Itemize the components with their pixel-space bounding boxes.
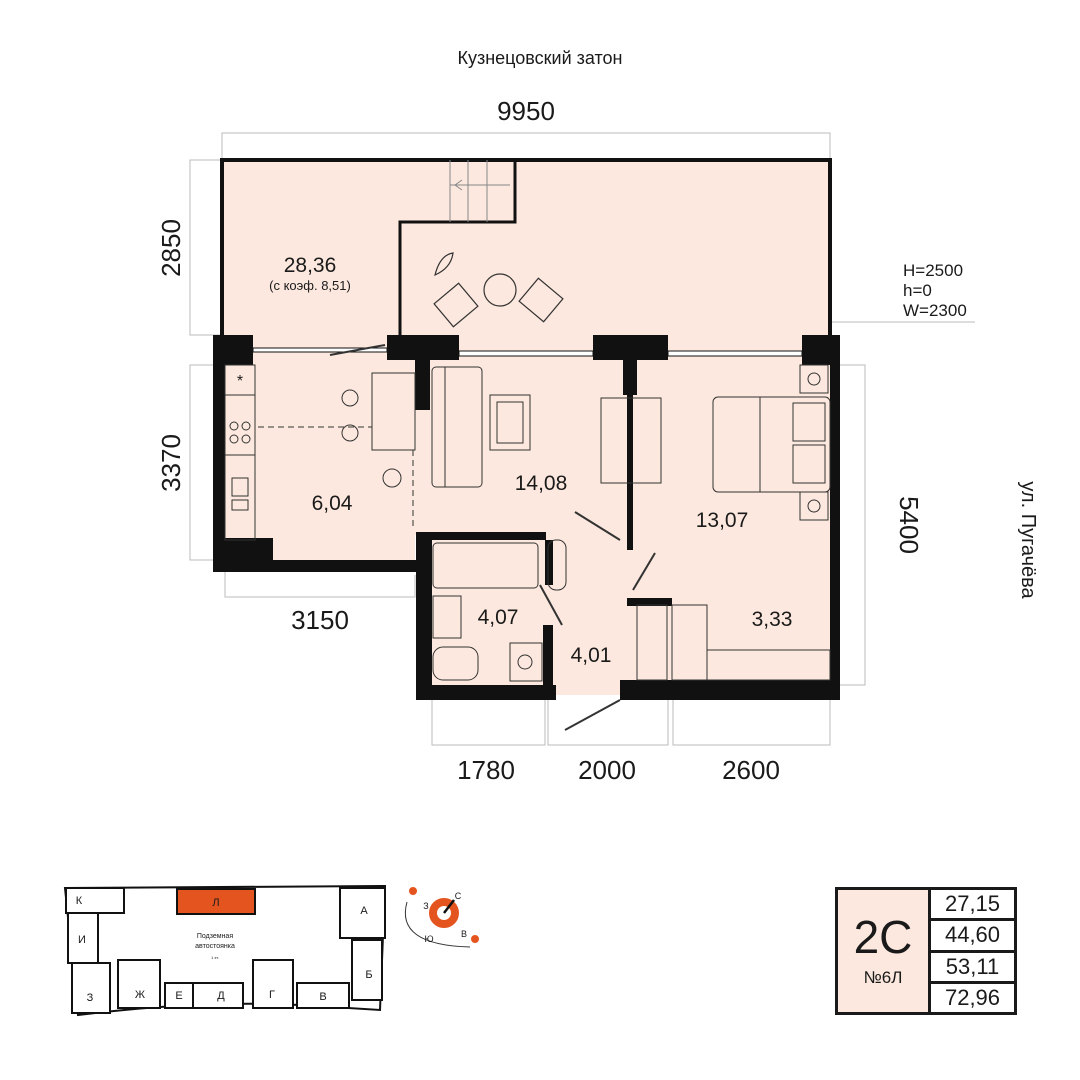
bathroom-area: 4,07: [478, 606, 519, 629]
walls: [213, 335, 840, 700]
sun-icon: [409, 887, 417, 895]
parking-label-2: автостоянка: [195, 943, 235, 950]
section-d: Д: [217, 990, 225, 1002]
dim-right: 5400: [894, 496, 924, 554]
section-v: В: [319, 991, 326, 1003]
wardrobe-area: 3,33: [752, 608, 793, 631]
dimension-lines: [189, 132, 975, 746]
parking-label-1: Подземная: [197, 933, 233, 940]
apartment-type-panel: 2С №6Л: [838, 890, 928, 1012]
compass-n: С: [455, 891, 462, 901]
compass-w: З: [423, 901, 428, 911]
apartment-info-box: 2С №6Л 27,15 44,60 53,11 72,96: [835, 887, 1017, 1015]
furniture: *: [224, 344, 831, 731]
dim-top: 9950: [497, 96, 555, 126]
parking-level: 1 эт.: [211, 955, 219, 960]
apartment-number: №6Л: [863, 968, 903, 987]
section-b: Б: [365, 969, 372, 981]
area-value: 53,11: [931, 952, 1014, 981]
area-list: 27,15 44,60 53,11 72,96: [931, 890, 1014, 1012]
terrace-note: (с коэф. 8,51): [269, 278, 351, 293]
terrace-walls: [220, 158, 832, 335]
area-value: 27,15: [931, 890, 1014, 919]
street-right-label: ул. Пугачёва: [1017, 481, 1039, 599]
area-value: 44,60: [931, 921, 1014, 950]
dim-bottom-3: 2600: [722, 755, 780, 785]
terrace-furniture: [433, 252, 564, 328]
dim-left-terrace: 2850: [156, 219, 186, 277]
dim-left-kitchen: 3370: [156, 434, 186, 492]
section-a: А: [360, 905, 368, 917]
window-h-low: h=0: [903, 281, 932, 300]
compass-icon: С З Ю В: [405, 887, 479, 948]
stairs: [449, 160, 510, 222]
dim-bottom-left: 3150: [291, 605, 349, 635]
dim-bottom-2: 2000: [578, 755, 636, 785]
site-plan-labels: К Л А И Б З Ж Е Д Г В Подземная автостоя…: [76, 895, 373, 1004]
plant-icon: [434, 252, 454, 277]
bedroom-area: 13,07: [696, 509, 749, 532]
section-k: К: [76, 895, 83, 907]
window-w: W=2300: [903, 301, 967, 320]
window-h: H=2500: [903, 261, 963, 280]
area-value: 72,96: [931, 983, 1014, 1012]
compass-e: В: [461, 929, 467, 939]
section-z: З: [87, 992, 94, 1004]
floor-fill: [222, 160, 830, 695]
terrace-area: 28,36: [284, 254, 337, 277]
compass-s: Ю: [424, 934, 433, 944]
section-l: Л: [212, 897, 219, 909]
section-e: Е: [175, 990, 182, 1002]
apartment-type: 2С: [853, 911, 913, 963]
dim-bottom-1: 1780: [457, 755, 515, 785]
street-top-label: Кузнецовский затон: [457, 48, 622, 68]
section-zh: Ж: [135, 989, 145, 1001]
windows: [252, 347, 803, 357]
section-i: И: [78, 934, 86, 946]
section-g: Г: [269, 989, 275, 1001]
living-area: 14,08: [515, 472, 568, 495]
sun-icon: [471, 935, 479, 943]
fridge-icon: *: [237, 373, 243, 390]
hall-area: 4,01: [571, 644, 612, 667]
kitchen-area: 6,04: [312, 492, 353, 515]
section-l-highlight: [176, 888, 256, 915]
site-plan: [63, 884, 387, 1017]
